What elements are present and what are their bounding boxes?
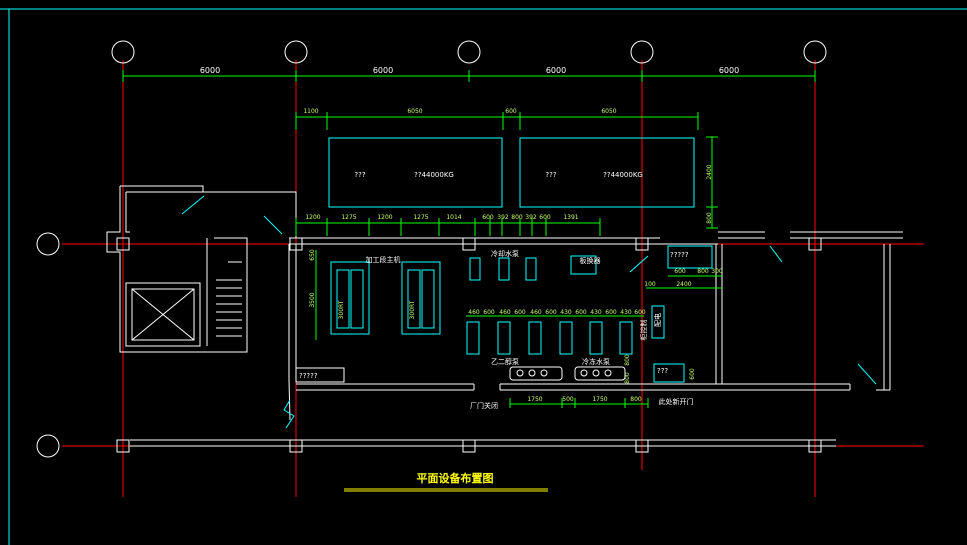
chilled-pump-label: 冷冻水泵 — [582, 357, 610, 366]
right-panel-dim-1: 600 — [674, 268, 686, 275]
bottom-dim-1: 1750 — [527, 396, 542, 403]
tank-dimension-line — [295, 112, 718, 229]
right-panel-label: ????? — [670, 251, 689, 259]
axis-bubble-b — [36, 434, 60, 458]
glycol-pump-label: 乙二醇泵 — [491, 357, 519, 366]
pump-dim-6: 600 — [545, 309, 557, 316]
pump-dim-1: 460 — [468, 309, 480, 316]
right-panel-dim-4: 2400 — [676, 281, 691, 288]
axis-dim-4: 6000 — [719, 66, 739, 75]
axis-lines — [62, 60, 924, 497]
pump-dim-2: 600 — [483, 309, 495, 316]
row-dim-3: 1200 — [377, 214, 392, 221]
heat-exchanger-label: 板换器 — [580, 256, 601, 265]
tank-dim-1: 1100 — [303, 108, 318, 115]
vertical-small-dim-1: 800 — [624, 354, 631, 366]
tank-2-mark: ??? — [545, 171, 556, 179]
compressor-1 — [330, 261, 370, 335]
control-side-label: 柜控制 — [639, 320, 648, 341]
compressor-2-tag: 300RT — [409, 300, 416, 319]
axis-dim-1: 6000 — [200, 66, 220, 75]
drawing-title: 平面设备布置图 — [417, 471, 494, 485]
row-dim-10: 600 — [539, 214, 551, 221]
left-vertical-dim-1: 650 — [309, 249, 316, 261]
left-vertical-dim-2: 3500 — [309, 292, 316, 307]
control-label: 配电 — [653, 313, 662, 327]
right-panel-dim-3: 300 — [711, 268, 723, 275]
row-dim-9: 392 — [525, 214, 537, 221]
tank-1-label: ??44000KG — [414, 171, 454, 179]
pump-dim-5: 460 — [530, 309, 542, 316]
bottom-left-label: ????? — [299, 372, 318, 380]
axis-bubbles — [36, 40, 827, 458]
bottom-dim-4: 800 — [630, 396, 642, 403]
row-dimension-line — [295, 218, 601, 340]
bottom-dim-2: 500 — [562, 396, 574, 403]
tank-1-mark: ??? — [354, 171, 365, 179]
row-dim-2: 1275 — [341, 214, 356, 221]
axis-bubble-2 — [284, 40, 308, 64]
tank-dim-2: 6050 — [407, 108, 422, 115]
tank-1 — [328, 137, 503, 208]
bottom-left-box — [295, 367, 345, 383]
axis-bubble-1 — [111, 40, 135, 64]
door-closed-label: 厂门关闭 — [470, 401, 498, 410]
right-panel-dim-2: 800 — [697, 268, 709, 275]
pump-dim-10: 600 — [605, 309, 617, 316]
compressor-2 — [401, 261, 441, 335]
tank-2 — [519, 137, 695, 208]
pump-dim-12: 600 — [634, 309, 646, 316]
axis-bubble-5 — [803, 40, 827, 64]
cooling-pumps — [469, 255, 597, 281]
tank-height-dim-2: 800 — [706, 212, 713, 224]
row-dim-11: 1391 — [563, 214, 578, 221]
small-equipment-box — [653, 363, 685, 383]
new-door-label: 此处新开门 — [659, 397, 694, 406]
small-equipment-dim: 600 — [689, 368, 696, 380]
axis-dim-3: 6000 — [546, 66, 566, 75]
tank-dim-3: 600 — [505, 108, 517, 115]
compressor-1-tag: 300RT — [338, 300, 345, 319]
axis-bubble-a — [36, 232, 60, 256]
pump-dim-8: 600 — [575, 309, 587, 316]
bottom-dimension-line — [509, 398, 649, 408]
row-dim-8: 800 — [511, 214, 523, 221]
skid-fittings — [516, 369, 612, 377]
right-panel-dim-5: 100 — [644, 281, 656, 288]
tank-height-dim-1: 2400 — [706, 164, 713, 179]
axis-dim-2: 6000 — [373, 66, 393, 75]
cooling-pump-label: 冷却水泵 — [491, 249, 519, 258]
row-dim-4: 1275 — [413, 214, 428, 221]
right-panel-box — [667, 245, 713, 269]
compressor-label: 加工段主机 — [366, 255, 401, 264]
axis-bubble-4 — [630, 40, 654, 64]
tank-dim-4: 6050 — [601, 108, 616, 115]
glycol-chilled-pumps — [466, 305, 665, 355]
row-dim-5: 1014 — [446, 214, 461, 221]
bottom-dim-3: 1750 — [592, 396, 607, 403]
row-dim-1: 1200 — [305, 214, 320, 221]
axis-bubble-3 — [457, 40, 481, 64]
small-equipment-label: ??? — [657, 367, 668, 375]
pump-dim-7: 430 — [560, 309, 572, 316]
door-swings — [181, 195, 877, 429]
compressor-units — [330, 261, 441, 335]
staircase — [216, 261, 242, 337]
row-dim-7: 392 — [497, 214, 509, 221]
right-panel-dimension — [646, 275, 722, 289]
tank-2-label: ??44000KG — [603, 171, 643, 179]
pump-skids — [509, 366, 626, 381]
columns — [116, 237, 822, 453]
pump-dim-4: 600 — [514, 309, 526, 316]
pump-dim-11: 430 — [620, 309, 632, 316]
vertical-small-dim-2: 800 — [624, 372, 631, 384]
row-dim-6: 600 — [482, 214, 494, 221]
pump-dim-3: 460 — [499, 309, 511, 316]
axis-dimension-line — [122, 70, 816, 82]
pump-dim-9: 430 — [590, 309, 602, 316]
